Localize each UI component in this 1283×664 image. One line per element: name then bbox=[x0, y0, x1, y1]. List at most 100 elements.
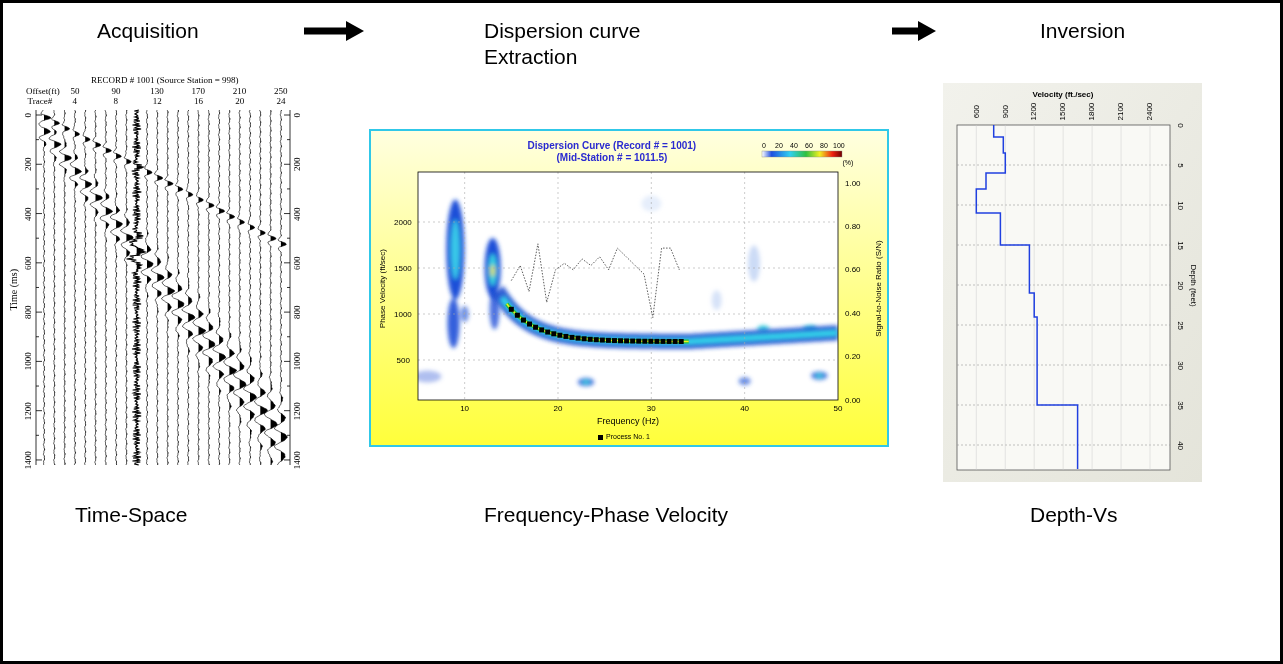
axis-label: 600 bbox=[23, 256, 33, 270]
tick-mark bbox=[36, 287, 39, 288]
grid-line bbox=[957, 205, 1170, 206]
grid-line bbox=[1063, 125, 1064, 470]
grid-line bbox=[418, 268, 838, 269]
axis-label: 1.00 bbox=[845, 179, 861, 188]
tick-mark bbox=[287, 287, 290, 288]
legend-swatch bbox=[598, 435, 603, 440]
wiggle-trace bbox=[255, 110, 268, 465]
axis-label: 900 bbox=[1001, 104, 1010, 117]
picked-point bbox=[594, 337, 599, 342]
axis-label: 20 bbox=[553, 404, 562, 413]
axis-label: Depth (feet) bbox=[1189, 264, 1198, 306]
axis-label: 40 bbox=[740, 404, 749, 413]
wiggle-fill bbox=[75, 110, 81, 465]
tick-mark bbox=[36, 435, 39, 436]
wiggle-fill bbox=[250, 110, 257, 465]
wiggle-trace bbox=[70, 110, 82, 465]
axis-label: RECORD # 1001 (Source Station = 998) bbox=[91, 75, 239, 85]
tick-mark bbox=[36, 361, 42, 362]
tick-mark bbox=[36, 336, 39, 337]
axis-label: 1500 bbox=[394, 264, 412, 273]
picked-point bbox=[667, 339, 672, 344]
energy-blob bbox=[815, 374, 823, 378]
grid-line bbox=[957, 445, 1170, 446]
grid-line bbox=[1092, 125, 1093, 470]
wiggle-trace bbox=[151, 110, 164, 465]
tick-mark bbox=[287, 336, 290, 337]
axis-label: 0 bbox=[23, 113, 33, 118]
tick-mark bbox=[284, 312, 290, 313]
tick-mark bbox=[36, 410, 42, 411]
heatmap-blobs bbox=[418, 196, 827, 386]
picked-point bbox=[533, 325, 538, 330]
wiggle-fill bbox=[157, 110, 164, 465]
wiggle-trace bbox=[39, 110, 51, 465]
axis-label: Frequency (Hz) bbox=[597, 416, 659, 426]
axis-label: 12 bbox=[153, 96, 162, 106]
picked-point bbox=[606, 338, 611, 343]
tick-mark bbox=[287, 386, 290, 387]
energy-blob bbox=[418, 371, 441, 383]
axis-label: 25 bbox=[1175, 321, 1184, 330]
axis-label: 500 bbox=[397, 356, 410, 365]
grid-line bbox=[464, 172, 465, 400]
axis-label: Trace# bbox=[28, 96, 53, 106]
wiggle-trace bbox=[80, 110, 92, 465]
axis-label: 50 bbox=[70, 86, 79, 96]
tick-mark bbox=[36, 312, 42, 313]
wiggle-trace bbox=[110, 110, 122, 465]
axis-label: Phase Velocity (ft/sec) bbox=[377, 249, 386, 328]
wiggle-fill bbox=[240, 110, 247, 465]
axis-label: 1400 bbox=[23, 451, 33, 469]
wiggle-trace bbox=[233, 110, 246, 465]
tick-mark bbox=[284, 410, 290, 411]
axis-label: 1800 bbox=[1087, 102, 1096, 120]
axis-label: Offset(ft) bbox=[26, 86, 60, 96]
picked-point bbox=[545, 330, 550, 335]
velocity-profile bbox=[943, 83, 1202, 482]
grid-line bbox=[651, 172, 652, 400]
picked-point bbox=[527, 322, 532, 327]
stage-heading: Acquisition bbox=[97, 18, 199, 44]
axis-label: 0 bbox=[292, 113, 302, 118]
wiggle-fill bbox=[178, 110, 184, 465]
wiggle-fill bbox=[199, 110, 206, 465]
axis-label: Time (ms) bbox=[8, 269, 20, 311]
grid-line bbox=[418, 222, 838, 223]
picked-point bbox=[576, 336, 581, 341]
axis-label: 800 bbox=[23, 306, 33, 320]
picked-point bbox=[648, 339, 653, 344]
energy-blob bbox=[712, 290, 722, 310]
domain-label: Time-Space bbox=[75, 502, 187, 528]
axis-label: 40 bbox=[790, 142, 798, 150]
picked-point bbox=[618, 338, 623, 343]
wiggle-trace bbox=[127, 110, 146, 465]
picked-point bbox=[563, 334, 568, 339]
grid-line bbox=[957, 245, 1170, 246]
domain-label: Frequency-Phase Velocity bbox=[484, 502, 728, 528]
picked-point bbox=[612, 338, 617, 343]
stage-heading: Inversion bbox=[1040, 18, 1125, 44]
flow-arrow bbox=[304, 21, 364, 41]
grid-line bbox=[1121, 125, 1122, 470]
tick-mark bbox=[287, 435, 290, 436]
tick-mark bbox=[284, 115, 290, 116]
arrow-head bbox=[346, 21, 364, 41]
wiggle-fill bbox=[229, 110, 236, 465]
legend-text: Process No. 1 bbox=[606, 433, 650, 441]
axis-label: Velocity (ft./sec) bbox=[1033, 90, 1094, 99]
axis-label: (Mid-Station # = 1011.5) bbox=[557, 152, 668, 164]
axis-label: 5 bbox=[1176, 163, 1185, 167]
axis-label: 10 bbox=[1175, 201, 1184, 210]
axis-label: Dispersion Curve (Record # = 1001) bbox=[528, 140, 697, 152]
grid-line bbox=[418, 360, 838, 361]
axis-label: 600 bbox=[292, 256, 302, 270]
axis-label: 1200 bbox=[1029, 102, 1038, 120]
arrow-shaft bbox=[892, 28, 920, 35]
axis-label: 130 bbox=[150, 86, 164, 96]
axis-label: 1200 bbox=[292, 402, 302, 420]
axis-label: 2400 bbox=[1145, 102, 1154, 120]
axis-label: 0.40 bbox=[845, 309, 861, 318]
